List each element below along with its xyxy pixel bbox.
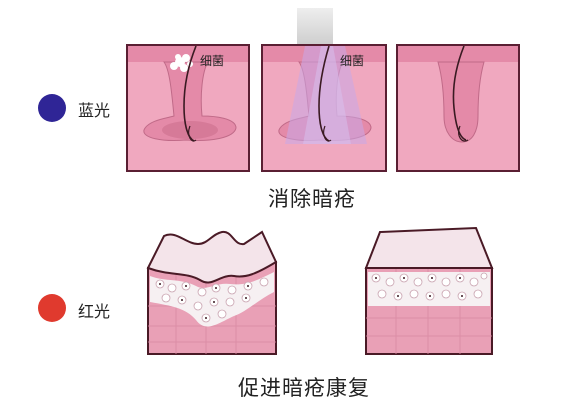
- healed-pore-illustration: [398, 46, 518, 143]
- caption-red-light: 促进暗疮康复: [238, 376, 370, 400]
- pore-with-bacteria-illustration: [128, 46, 248, 142]
- acne-panel-2: [261, 44, 387, 172]
- caption-blue-light: 消除暗疮: [268, 187, 356, 211]
- blue-light-dot: [38, 94, 66, 122]
- blue-light-label: 蓝光: [78, 101, 111, 120]
- light-emitter: [297, 8, 333, 44]
- skin-block-healed-illustration: [364, 226, 494, 355]
- bacteria-label-1: 细菌: [200, 54, 225, 68]
- bacteria-label-2: 细菌: [340, 54, 365, 68]
- skin-block-damaged-illustration: [146, 230, 278, 355]
- acne-panel-1: [126, 44, 250, 172]
- pore-with-light-beam-illustration: [263, 46, 385, 144]
- red-light-label: 红光: [78, 302, 111, 321]
- red-light-dot: [38, 294, 66, 322]
- acne-panel-3: [396, 44, 520, 172]
